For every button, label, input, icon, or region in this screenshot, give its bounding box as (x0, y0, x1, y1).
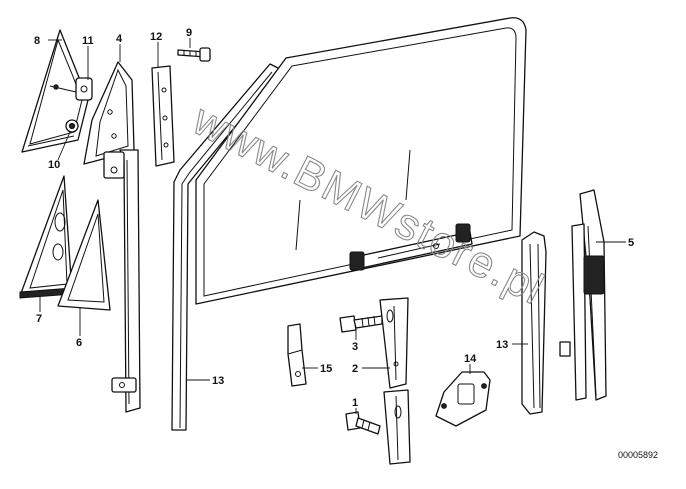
callout-1: 1 (352, 397, 358, 409)
part-triangle-cover[interactable] (57, 199, 111, 311)
part-pivot-bracket[interactable] (49, 77, 93, 101)
part-division-bar[interactable] (83, 61, 141, 413)
part-guide-upper[interactable] (379, 297, 409, 389)
part-bolt-lower[interactable] (345, 411, 381, 435)
callout-6: 6 (76, 337, 82, 349)
callout-5: 5 (628, 237, 634, 249)
part-lift-rail[interactable] (349, 223, 473, 271)
callout-11: 11 (82, 35, 94, 47)
part-window-channel-right[interactable] (521, 231, 547, 415)
part-triangle-seal[interactable] (19, 175, 73, 299)
callout-13-left: 13 (212, 375, 224, 387)
callout-12: 12 (150, 31, 162, 43)
callout-7: 7 (36, 313, 42, 325)
callout-8: 8 (34, 35, 40, 47)
part-bracket-plate[interactable] (435, 371, 491, 427)
callout-10: 10 (48, 159, 60, 171)
leader-lines (39, 38, 626, 414)
callout-4: 4 (116, 33, 123, 45)
part-stud-screw[interactable] (177, 47, 211, 62)
callout-3: 3 (352, 341, 358, 353)
part-bolt-upper[interactable] (339, 315, 383, 333)
part-clip[interactable] (287, 323, 307, 387)
callout-2: 2 (352, 363, 358, 375)
part-guide-lower[interactable] (383, 389, 411, 465)
part-rear-guide-rail[interactable] (559, 189, 607, 401)
diagram-code: 00005892 (618, 450, 658, 460)
callout-15: 15 (320, 363, 332, 375)
callout-9: 9 (186, 27, 192, 39)
part-slide-piece[interactable] (151, 65, 175, 167)
part-nut[interactable] (65, 119, 79, 133)
callout-13-right: 13 (496, 339, 508, 351)
callout-14: 14 (464, 353, 477, 365)
